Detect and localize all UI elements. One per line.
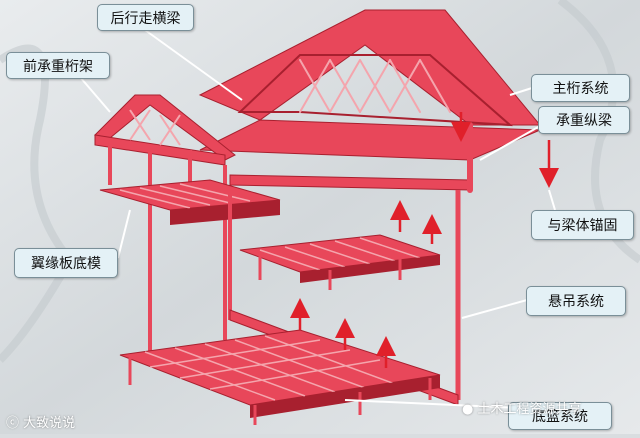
label-bottom-basket-system: 底篮系统 xyxy=(508,402,612,430)
label-flange-bottom-form: 翼缘板底模 xyxy=(14,248,118,278)
label-suspension-system: 悬吊系统 xyxy=(526,286,626,316)
label-main-truss-system: 主桁系统 xyxy=(531,74,630,102)
watermark-icon: ⓒ xyxy=(6,416,20,431)
main-truss xyxy=(198,9,542,193)
leader-lines xyxy=(79,29,556,409)
watermark-left: ⓒ 大致说说 xyxy=(6,412,75,431)
label-front-truss: 前承重桁架 xyxy=(6,52,110,79)
watermark-right: ● 土木工程资源共享 xyxy=(462,398,582,417)
flange-bottom-form xyxy=(99,179,281,225)
front-truss xyxy=(93,94,236,355)
force-arrows xyxy=(290,112,559,368)
inner-form-platform xyxy=(239,234,441,290)
watermark-left-text: 大致说说 xyxy=(23,416,76,431)
bottom-basket xyxy=(119,329,441,425)
label-rear-walkway-beam: 后行走横梁 xyxy=(97,4,194,31)
watermark-right-text: 土木工程资源共享 xyxy=(477,402,582,417)
wechat-icon: ● xyxy=(462,402,474,417)
label-anchor-to-girder: 与梁体锚固 xyxy=(531,210,634,240)
label-load-longitudinal-beam: 承重纵梁 xyxy=(538,106,630,134)
